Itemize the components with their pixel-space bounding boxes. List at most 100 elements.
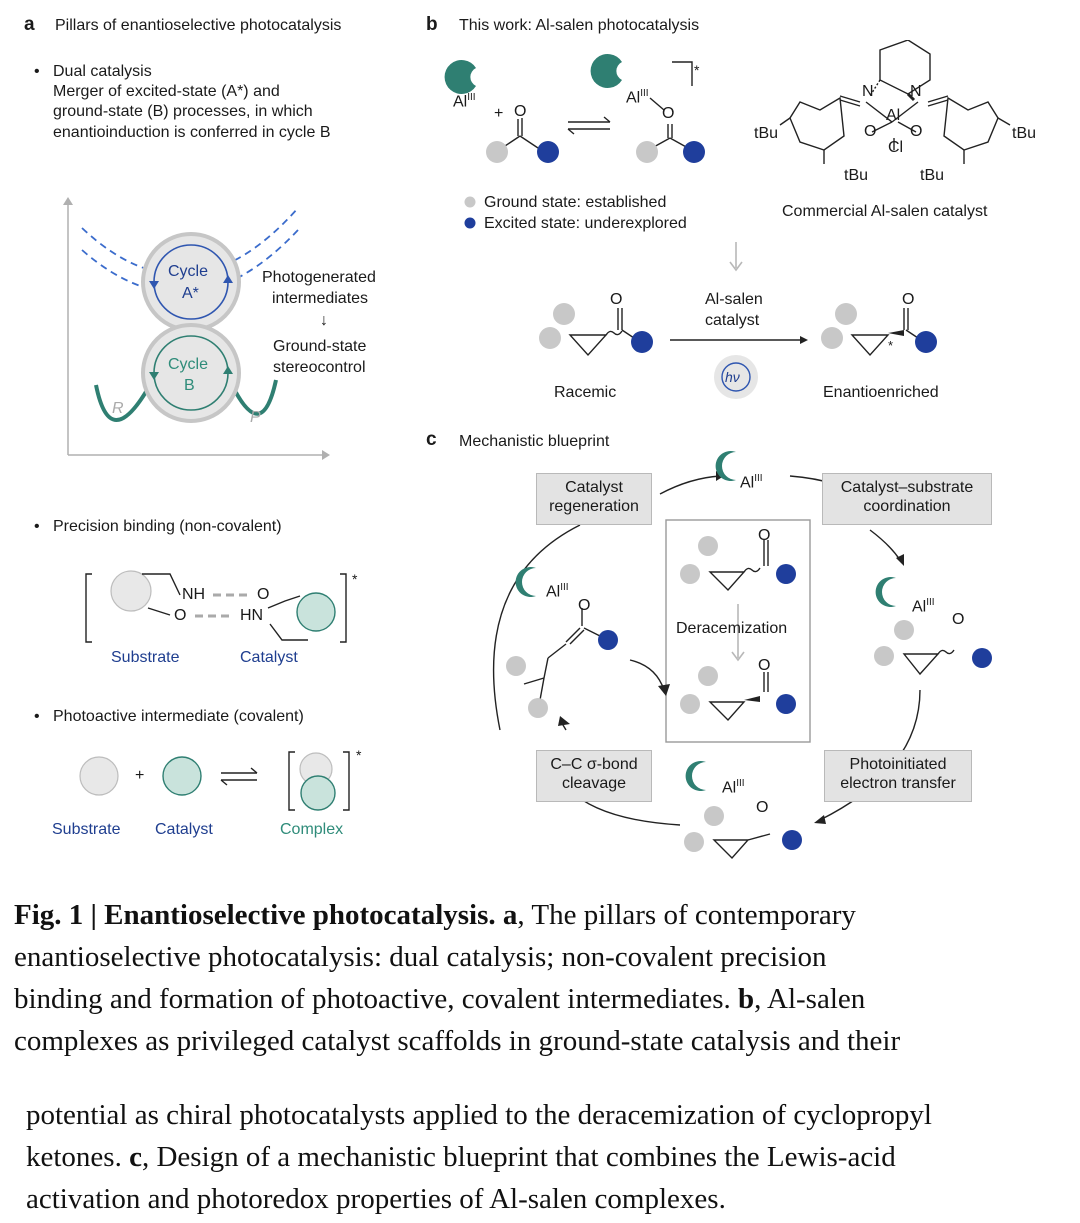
o-label-3: O [610, 291, 623, 308]
o-label-2: O [662, 105, 675, 122]
deracemization-box [665, 519, 811, 743]
caption-line-6: ketones. c, Design of a mechanistic blue… [26, 1141, 896, 1173]
o-label-1: O [514, 103, 527, 120]
hn-label: HN [240, 607, 264, 624]
commercial-label: Commercial Al-salen catalyst [782, 203, 988, 220]
substrate-disc-2 [79, 756, 119, 796]
catalyst-disc-2 [162, 756, 202, 796]
complex-label: Complex [280, 821, 344, 838]
legend-ground-dot [464, 196, 476, 208]
bracket-left [85, 573, 92, 643]
bullet-dot: • [34, 708, 40, 725]
tbu-4: tBu [920, 167, 945, 184]
eq-arrow-bottom-head [220, 779, 228, 786]
bracket-right-2 [343, 751, 350, 811]
product-label: P [250, 409, 261, 426]
o-bottom-c: O [756, 799, 769, 816]
substrate-disc [110, 570, 152, 612]
caption-line-3: binding and formation of photoactive, co… [14, 983, 866, 1015]
alsalen-2: catalyst [705, 312, 760, 329]
o-label-4: O [902, 291, 915, 308]
al-right: AlIII [912, 597, 935, 616]
excited-bracket [672, 61, 693, 86]
cycle-a-label-1: Cycle [168, 263, 209, 280]
ground-ball-1 [486, 141, 508, 163]
salen-o-2: O [910, 123, 923, 140]
plus-b: + [494, 105, 504, 122]
legend-excited-dot [464, 217, 476, 229]
excited-curve-2 [81, 229, 299, 294]
substrate-chain-2 [147, 607, 171, 616]
aryl-right [943, 96, 999, 151]
photogenerated-2: intermediates [272, 290, 369, 307]
legend-ground: Ground state: established [484, 194, 667, 211]
salen-n-2: N [910, 83, 922, 100]
hv-label: hν [725, 369, 740, 385]
substrate-chain-1 [142, 573, 181, 596]
o-right-c: O [952, 611, 965, 628]
o-left-c: O [578, 597, 591, 614]
panel-b-title: This work: Al-salen photocatalysis [459, 17, 700, 34]
al-top: AlIII [740, 473, 763, 492]
panel-a-graphics [63, 197, 350, 811]
star-label-2: * [356, 747, 362, 763]
radical-cation-bottom: +· [702, 767, 713, 779]
o-left-label: O [174, 607, 187, 624]
ground-ball-2 [636, 141, 658, 163]
bullet-dot: • [34, 518, 40, 535]
chain-1b [519, 135, 539, 149]
groundstate-2: stereocontrol [273, 359, 366, 376]
caption-line-7: activation and photoredox properties of … [26, 1183, 726, 1215]
bullet-dot: • [34, 63, 40, 80]
cycle-b-arrow-2 [149, 372, 159, 380]
bullet2-title: Precision binding (non-covalent) [53, 518, 282, 535]
catalyst-label-2: Catalyst [155, 821, 213, 838]
salen-cl: Cl [888, 139, 904, 156]
bullet1-line3: enantioinduction is conferred in cycle B [53, 124, 331, 141]
substrate-label: Substrate [111, 649, 180, 666]
star-label: * [352, 571, 358, 587]
eq-arrow-top-head [250, 767, 258, 774]
panel-b-graphics [444, 40, 1011, 399]
caption-line-1: Fig. 1 | Enantioselective photocatalysis… [14, 899, 856, 931]
panel-c-label: c [426, 429, 437, 450]
panel-a-label: a [24, 14, 35, 35]
nh-label: NH [182, 586, 206, 603]
top-al-pacman [715, 451, 736, 481]
radical-cation-left: +· [526, 568, 537, 580]
cycle-a-label-2: A* [182, 285, 199, 302]
panel-a-title: Pillars of enantioselective photocatalys… [55, 17, 342, 34]
bracket-right [340, 573, 347, 643]
bullet3-title: Photoactive intermediate (covalent) [53, 708, 304, 725]
catalyst-label: Catalyst [240, 649, 298, 666]
caption-line-4: complexes as privileged catalyst scaffol… [14, 1025, 901, 1057]
deracemization-label: Deracemization [676, 620, 788, 637]
excited-ball-1 [537, 141, 559, 163]
caption-line-5: potential as chiral photocatalysts appli… [26, 1099, 932, 1131]
cycle-a-arrow-2 [149, 281, 159, 289]
substrate-label-2: Substrate [52, 821, 121, 838]
cycle-b-label-1: Cycle [168, 356, 209, 373]
al-pacman-1 [444, 60, 476, 95]
al-bottom: AlIII [722, 778, 745, 797]
reactant-label: R [112, 400, 124, 417]
x-axis-arrow [322, 450, 330, 460]
aryl-left [789, 96, 845, 151]
cycle-b-disc [141, 323, 241, 423]
groundstate-1: Ground-state [273, 338, 367, 355]
bullet1-title: Dual catalysis [53, 63, 152, 80]
cyclohexane [879, 40, 931, 95]
o-right-label: O [257, 586, 270, 603]
enantioenriched-label: Enantioenriched [823, 384, 939, 401]
catalyst-chain-1 [267, 595, 301, 609]
tbu-2: tBu [1012, 125, 1037, 142]
bullet1-line2: ground-state (B) processes, in which [53, 103, 313, 120]
alsalen-1: Al-salen [705, 291, 763, 308]
cycle-b-arrow-1 [223, 366, 233, 374]
o-inner-1: O [758, 527, 771, 544]
tbu-1: tBu [754, 125, 779, 142]
